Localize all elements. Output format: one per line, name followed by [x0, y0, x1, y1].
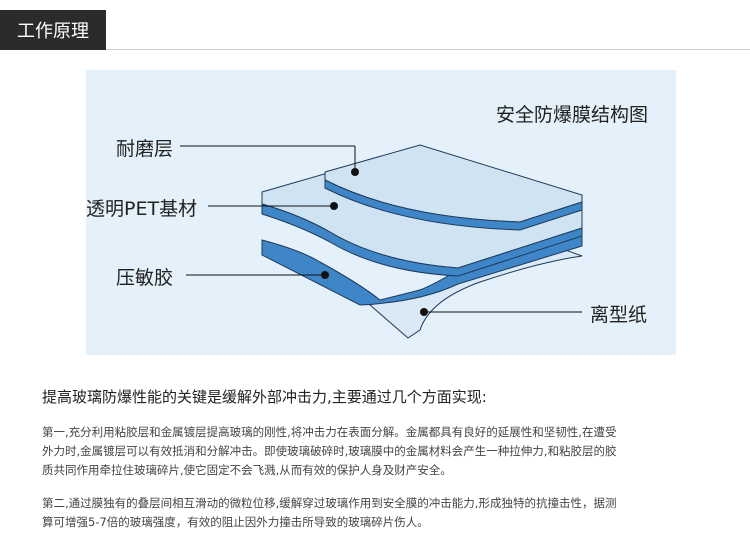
paragraph-2-line-1: 第二,通过膜独有的叠层间相互滑动的微粒位移,缓解穿过玻璃作用到安全膜的冲击能力,… — [42, 496, 617, 510]
pet-edge — [261, 203, 583, 277]
header-bar: 工作原理 — [0, 0, 750, 50]
label-release-paper: 离型纸 — [590, 304, 648, 326]
paragraph-2-line-2: 算可增强5-7倍的玻璃强度，有效的阻止因外力撞击所导致的玻璃碎片伤人。 — [42, 515, 429, 529]
wear-layer-edge — [324, 179, 583, 231]
label-adhesive: 压敏胶 — [116, 267, 174, 289]
callout-dot-adhesive — [321, 271, 329, 279]
label-wear-layer: 耐磨层 — [116, 138, 174, 160]
paragraph-1-line-3: 质共同作用牵拉住玻璃碎片,使它固定不会飞溅,从而有效的保护人身及财产安全。 — [42, 463, 452, 477]
callout-dot-wear — [351, 168, 359, 176]
adhesive-layer — [261, 229, 583, 306]
callout-dot-release — [420, 308, 428, 316]
paragraph-1-line-2: 外力时,金属镀层可以有效抵消和分解冲击。即使玻璃破碎时,玻璃膜中的金属材料会产生… — [42, 444, 617, 458]
callout-dot-pet — [330, 202, 338, 210]
diagram-title: 安全防爆膜结构图 — [496, 104, 649, 126]
intro-heading: 提高玻璃防爆性能的关键是缓解外部冲击力,主要通过几个方面实现: — [42, 388, 487, 406]
section-title: 工作原理 — [0, 10, 106, 50]
paragraph-1-line-1: 第一,充分利用粘胶层和金属镀层提高玻璃的刚性,将冲击力在表面分解。金属都具有良好… — [42, 425, 617, 439]
label-pet-substrate: 透明PET基材 — [86, 198, 198, 220]
header-divider — [106, 49, 750, 50]
